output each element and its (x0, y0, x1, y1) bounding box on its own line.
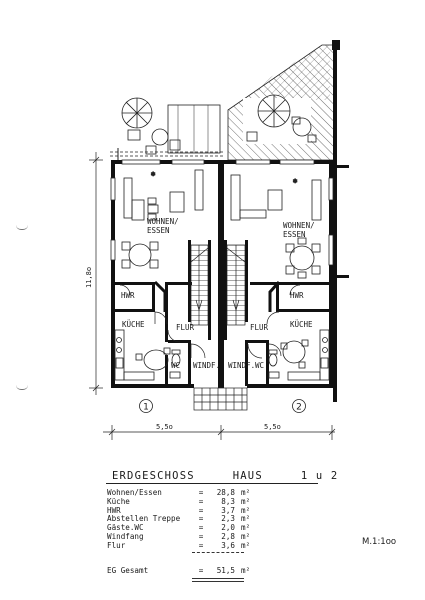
room-area: 2,3 (221, 514, 235, 524)
table-row: Windfang = 2,8 m² (107, 531, 251, 542)
staircase-right (226, 244, 246, 326)
dimension-lines (89, 152, 336, 440)
living-furniture-left: ✻ (121, 169, 204, 269)
dimension-width-left: 5,5o (156, 423, 173, 431)
table-row: Gäste.WC = 2,0 m² (107, 523, 251, 533)
hwr-label-1: HWR (121, 291, 135, 300)
area-unit: m² (241, 531, 251, 541)
room-name: Windfang (107, 531, 144, 541)
room-area: 2,0 (221, 523, 235, 533)
svg-text:✻: ✻ (293, 177, 298, 185)
room-area: 3,7 (221, 505, 235, 515)
total-area: 51,5 (216, 566, 235, 575)
total-underline (192, 578, 244, 579)
room-area: 2,8 (221, 531, 235, 541)
wc-label-1: WC (171, 361, 180, 370)
equals-sign: = (198, 514, 204, 524)
parasol-right-icon (246, 94, 317, 143)
living-room-label-1b: ESSEN (147, 226, 170, 235)
windfang-label-2: WINDF. (228, 361, 255, 370)
equals-sign: = (198, 505, 204, 515)
entrance-steps (193, 387, 248, 411)
svg-text:1: 1 (143, 403, 149, 413)
area-unit: m² (241, 523, 251, 533)
dimension-depth: 11,8o (85, 267, 93, 288)
equals-sign: = (198, 496, 204, 506)
equals-sign: = (198, 566, 204, 575)
schedule-title-house: HAUS (232, 470, 263, 482)
room-name: Flur (107, 540, 126, 550)
door-swings (119, 284, 301, 359)
equals-sign: = (198, 488, 204, 497)
floor-plan: ✻ ✻ WOHNEN/ ESSEN WOHNEN/ ESSEN HWR HWR … (85, 40, 349, 440)
area-unit: m² (241, 505, 251, 515)
living-furniture-right: ✻ (230, 174, 322, 279)
table-row: Abstellen Treppe = 2,3 m² (107, 515, 250, 524)
equals-sign: = (198, 540, 204, 550)
room-area: 3,6 (221, 540, 235, 550)
table-row: Wohnen/Essen = 28,8 m² (107, 488, 251, 498)
hall-label-2: FLUR (250, 323, 269, 332)
exterior-walls (111, 160, 333, 388)
total-name: EG Gesamt (107, 566, 149, 575)
kitchen-left (114, 329, 171, 381)
room-name: Küche (107, 496, 130, 506)
area-unit: m² (241, 540, 251, 550)
hall-label-1: FLUR (176, 323, 195, 332)
total-underline (192, 581, 244, 582)
room-name: HWR (107, 505, 121, 515)
hwr-angled-walls (153, 280, 281, 312)
boundary-wall (332, 40, 349, 402)
total-row: EG Gesamt = 51,5 m² (107, 566, 250, 575)
kitchen-label-1: KÜCHE (122, 320, 145, 329)
schedule-title: ERDGESCHOSS HAUS 1 u 2 (112, 470, 338, 482)
table-row: HWR = 3,7 m² (107, 505, 251, 516)
area-schedule-table: Wohnen/Essen = 28,8 m² Küche = 8,3 m² HWR = 3,7 m… (107, 488, 251, 551)
windfang-label-1: WINDF. (193, 361, 220, 370)
living-room-label-2a: WOHNEN/ (283, 221, 315, 230)
punch-hole-mark (16, 225, 28, 230)
parasol-left-icon (121, 97, 181, 155)
room-name: Gäste.WC (107, 523, 144, 533)
table-row: Flur = 3,6 m² (107, 540, 251, 551)
living-room-label-1a: WOHNEN/ (147, 217, 179, 226)
svg-text:✻: ✻ (151, 170, 156, 178)
scale-label: M.1:1oo (362, 537, 397, 547)
title-rule (106, 483, 318, 484)
kitchen-label-2: KÜCHE (290, 320, 313, 329)
room-name: Abstellen Treppe (107, 514, 181, 524)
living-room-label-2b: ESSEN (283, 230, 306, 239)
terrace-right-hatched (227, 44, 335, 161)
terrace-doors (110, 159, 334, 266)
equals-sign: = (198, 523, 204, 533)
svg-text:2: 2 (296, 403, 302, 413)
room-name: Wohnen/Essen (107, 488, 162, 497)
area-unit: m² (241, 566, 251, 575)
sum-line (192, 552, 244, 553)
table-row: Küche = 8,3 m² (107, 496, 251, 507)
schedule-title-floor: ERDGESCHOSS (112, 470, 195, 482)
area-unit: m² (241, 488, 251, 497)
area-unit: m² (241, 514, 251, 524)
wc-fixtures (169, 349, 280, 379)
hwr-label-2: HWR (290, 291, 304, 300)
terrace-left (110, 104, 225, 160)
room-area: 28,8 (216, 488, 235, 497)
schedule-title-units: 1 u 2 (300, 470, 339, 482)
unit-number-1: 1 (139, 399, 153, 413)
equals-sign: = (198, 531, 204, 541)
wc-label-2: WC (255, 361, 264, 370)
dimension-width-right: 5,5o (264, 423, 281, 431)
unit-number-2: 2 (292, 399, 306, 413)
room-area: 8,3 (221, 496, 235, 506)
area-unit: m² (241, 496, 251, 506)
staircase-left (190, 244, 209, 326)
kitchen-right (280, 329, 330, 381)
punch-hole-mark (16, 385, 28, 390)
